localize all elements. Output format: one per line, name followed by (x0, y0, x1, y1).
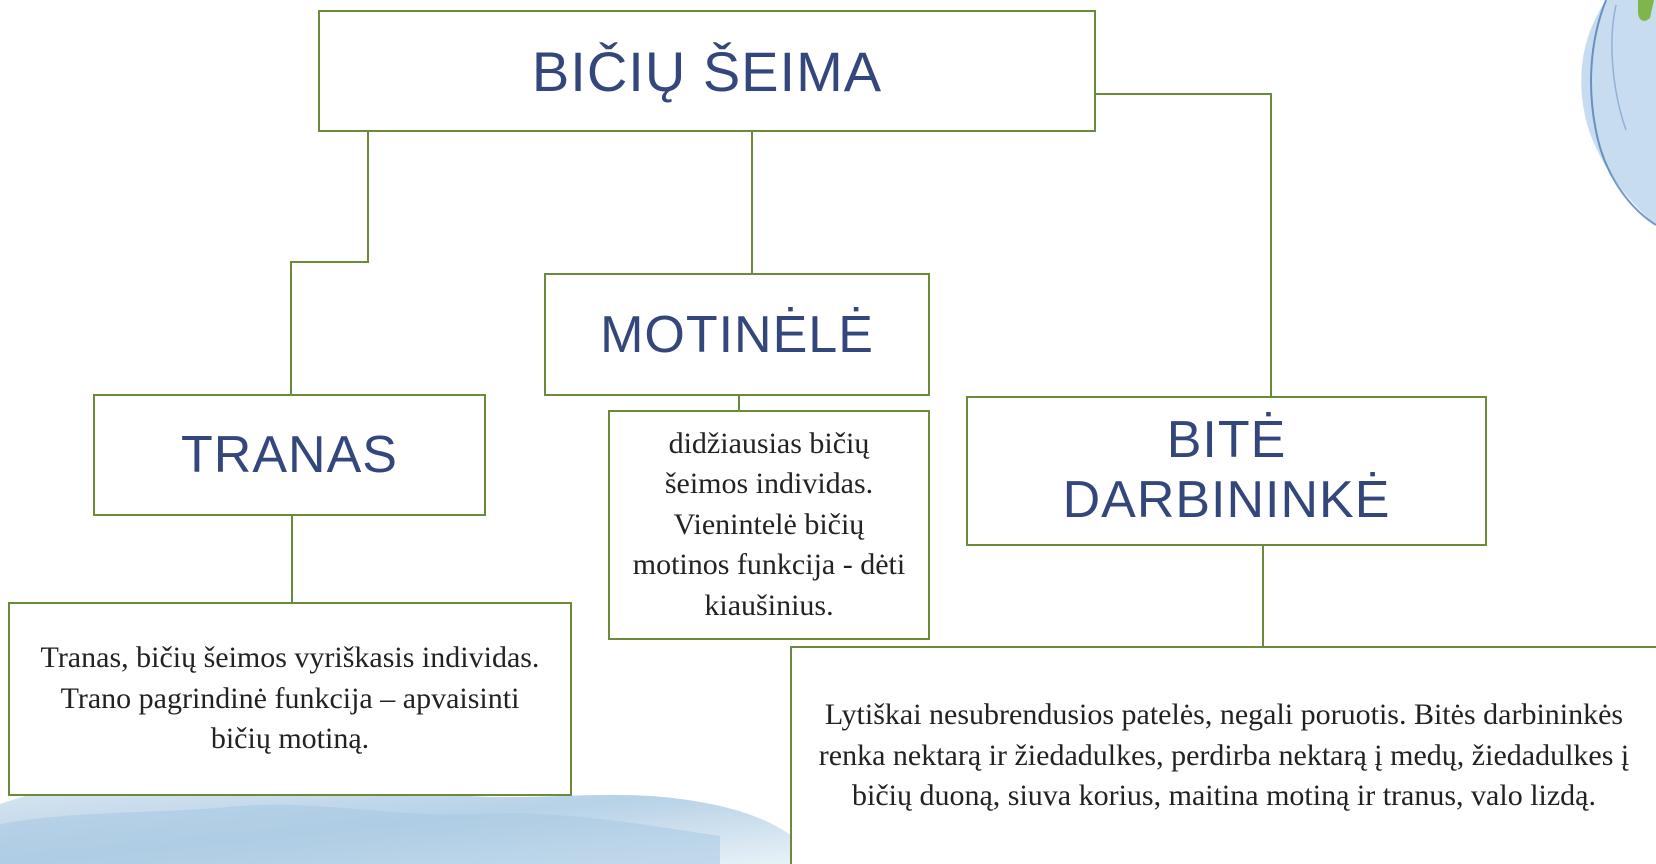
root-node-bee-family: BIČIŲ ŠEIMA (318, 10, 1096, 132)
queen-title: MOTINĖLĖ (600, 305, 874, 364)
connector-darbininke-to-description (1262, 546, 1264, 646)
connector-root-to-tranas-2 (290, 261, 369, 263)
connector-root-to-tranas-3 (290, 261, 292, 394)
drone-description: Tranas, bičių šeimos vyriškasis individa… (40, 641, 540, 756)
worker-bee-title: BITĖ DARBININKĖ (1062, 411, 1391, 529)
drone-description-box: Tranas, bičių šeimos vyriškasis individa… (8, 602, 572, 796)
node-worker-bee: BITĖ DARBININKĖ (966, 396, 1487, 546)
worker-bee-description: Lytiškai nesubrendusios patelės, negali … (818, 698, 1630, 813)
connector-root-to-darbininke-1 (1096, 93, 1272, 95)
root-node-label: BIČIŲ ŠEIMA (531, 39, 883, 103)
worker-bee-description-box: Lytiškai nesubrendusios patelės, negali … (790, 646, 1656, 864)
connector-tranas-to-description (291, 516, 293, 602)
drone-title: TRANAS (181, 426, 398, 484)
connector-root-to-tranas-1 (367, 132, 369, 263)
connector-motinele-to-description (738, 396, 740, 410)
watercolor-leaf-decoration-top-right (1581, 0, 1656, 226)
connector-root-to-darbininke-2 (1270, 93, 1272, 396)
queen-description: didžiausias bičių šeimos individas. Vien… (632, 426, 906, 622)
node-drone: TRANAS (93, 394, 486, 516)
queen-description-box: didžiausias bičių šeimos individas. Vien… (608, 410, 930, 640)
watercolor-decoration-bottom-left (0, 779, 820, 864)
connector-root-to-motinele (751, 132, 753, 273)
node-queen: MOTINĖLĖ (544, 273, 930, 396)
